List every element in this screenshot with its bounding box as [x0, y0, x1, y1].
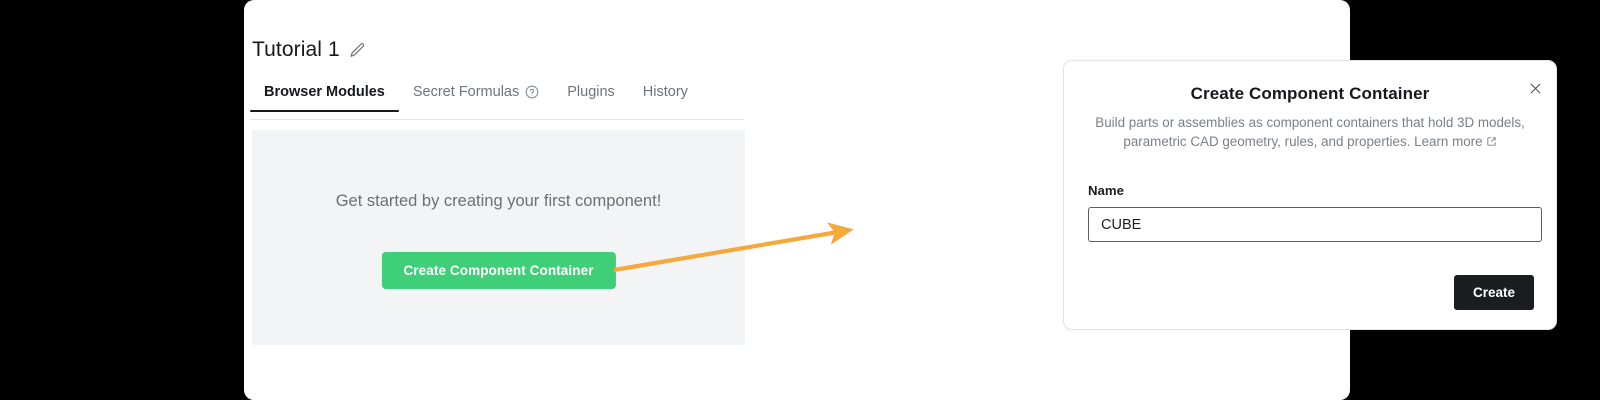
name-input[interactable] [1088, 207, 1542, 242]
name-field-label: Name [1088, 183, 1124, 198]
empty-state-panel: Get started by creating your first compo… [252, 130, 745, 345]
external-link-icon[interactable] [1486, 133, 1497, 146]
name-field-block: Name [1088, 183, 1542, 242]
tab-label: History [642, 84, 688, 100]
tab-label: Secret Formulas [412, 84, 520, 100]
application-pane: Tutorial 1 Browser Modules Secret Formul… [244, 0, 745, 400]
empty-state-message: Get started by creating your first compo… [335, 192, 662, 210]
dialog-footer: Create [1453, 275, 1534, 310]
dialog-description: Build parts or assemblies as component c… [1089, 113, 1531, 151]
dialog-title: Create Component Container [1190, 84, 1430, 103]
pencil-icon[interactable] [349, 42, 366, 59]
tab-label: Browser Modules [264, 84, 385, 100]
page-card: Tutorial 1 Browser Modules Secret Formul… [244, 0, 1557, 400]
title-row: Tutorial 1 [252, 38, 366, 62]
tab-bar: Browser Modules Secret Formulas Plugins [250, 84, 744, 120]
tab-plugins[interactable]: Plugins [553, 84, 629, 111]
tab-browser-modules[interactable]: Browser Modules [250, 84, 399, 112]
page-title: Tutorial 1 [252, 38, 340, 61]
create-component-container-dialog: Create Component Container Build parts o… [1063, 60, 1557, 330]
create-component-container-button[interactable]: Create Component Container [381, 252, 616, 289]
tab-label: Plugins [567, 84, 615, 100]
tab-secret-formulas[interactable]: Secret Formulas [399, 84, 553, 111]
dialog-description-text: Build parts or assemblies as component c… [1095, 115, 1525, 149]
tab-history[interactable]: History [629, 84, 702, 111]
help-circle-icon[interactable] [525, 85, 539, 99]
close-icon[interactable] [1524, 77, 1546, 99]
create-button[interactable]: Create [1453, 275, 1534, 310]
